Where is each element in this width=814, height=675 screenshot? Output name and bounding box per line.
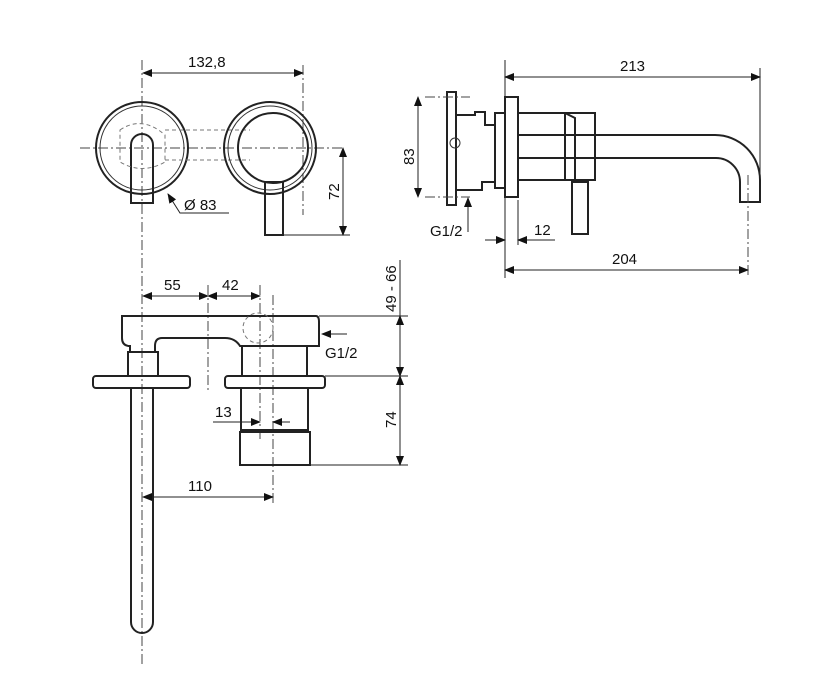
dim-wall-depth-label: 49 - 66 [383, 265, 400, 312]
dim-total-length-label: 213 [620, 58, 645, 75]
dim-left-offset-label: 55 [164, 277, 181, 294]
right-rosette-inner [227, 105, 313, 191]
top-view: 55 42 49 - 66 74 G1/2 13 110 [92, 260, 408, 634]
handle-body [517, 112, 576, 181]
dim-diameter-label: Ø 83 [184, 197, 217, 214]
inlet-label: G1/2 [430, 223, 463, 240]
cartridge [240, 387, 309, 431]
side-view: 83 G1/2 213 12 204 [401, 58, 761, 278]
body-top [121, 315, 320, 353]
cartridge-neck [241, 345, 308, 377]
dim-lever-height-label: 72 [326, 183, 343, 200]
handle-knob [239, 431, 311, 466]
lever-base [564, 112, 596, 181]
wall-flange [504, 96, 519, 198]
dim-centers-label: 132,8 [188, 54, 226, 71]
left-rosette [95, 101, 189, 195]
screw [449, 137, 461, 149]
wall-plate [446, 91, 457, 206]
right-plate [224, 375, 326, 389]
dim-plate-offset-label: 12 [534, 222, 551, 239]
dim-spout-projection-label: 204 [612, 251, 637, 268]
spout-front [130, 133, 154, 204]
hidden-body [119, 123, 166, 169]
dim-plate-height-label: 83 [401, 148, 418, 165]
hidden-inlet [242, 312, 274, 344]
leader-diameter [167, 193, 229, 214]
right-rosette [223, 101, 317, 195]
dim-spout-to-lever-label: 110 [188, 478, 212, 495]
dim-body-depth-label: 74 [383, 411, 400, 428]
dim-cartridge-label: 13 [215, 404, 232, 421]
inlet-label: G1/2 [325, 345, 358, 362]
mixing-body [455, 111, 496, 191]
spout-top [130, 388, 154, 634]
dim-right-offset-label: 42 [222, 277, 239, 294]
left-plate [92, 375, 191, 389]
body-nut [494, 112, 506, 189]
side-lever [571, 181, 589, 235]
spout-neck [127, 351, 159, 377]
spout-side [518, 134, 761, 203]
lever-handle [264, 181, 284, 236]
front-view: 132,8 72 Ø 83 [80, 54, 350, 665]
left-rosette-inner [99, 105, 185, 191]
